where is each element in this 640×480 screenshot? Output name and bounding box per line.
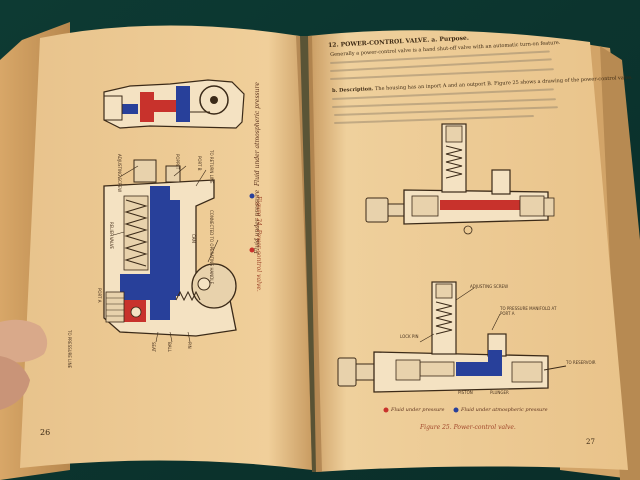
callout-port-b: PORT B <box>197 156 202 171</box>
left-legend-red-dot <box>249 247 255 253</box>
left-page-number: 26 <box>40 428 51 437</box>
left-large-diagram <box>103 159 237 343</box>
right-diagram-top <box>365 123 555 235</box>
callout-pressure-manifold: TO PRESSURE MANIFOLD AT PORT A <box>500 306 557 316</box>
right-legend-red-dot <box>383 407 389 413</box>
callout-ball: BALL <box>167 342 172 352</box>
callout-lock-pin: LOCK PIN <box>400 334 419 339</box>
callout-right-adjusting-screw: ADJUSTING SCREW <box>470 284 509 289</box>
right-legend-pressure: Fluid under pressure <box>391 407 445 413</box>
callout-operating-handle: CONNECTED TO OPERATING HANDLE <box>209 210 214 285</box>
book-gutter <box>296 36 322 472</box>
right-page-number: 27 <box>586 438 595 446</box>
callout-poppet: POPPET <box>175 154 180 170</box>
left-small-diagram <box>103 79 245 129</box>
callout-cam: CAM <box>191 234 196 243</box>
hand-thumb <box>0 319 48 364</box>
right-legend-atmospheric: Fluid under atmospheric pressure <box>461 407 548 413</box>
callout-piston: PISTON <box>458 390 473 395</box>
right-figure-caption: Figure 25. Power-control valve. <box>420 424 516 431</box>
left-legend-blue-dot <box>249 193 255 199</box>
callout-to-return-line: TO RETURN LINE <box>209 150 214 184</box>
right-diagram-bottom <box>337 281 567 393</box>
left-legend-pressure: Fluid under pressure <box>254 189 261 254</box>
right-legend-blue-dot <box>453 407 459 413</box>
callout-adjusting-screw: ADJUSTING SCREW <box>117 154 122 193</box>
callout-port-a: PORT A <box>97 288 102 303</box>
callout-relief-valve: RELIEF VALVE <box>109 222 114 250</box>
callout-plunger: PLUNGER <box>490 390 509 395</box>
callout-to-reservoir: TO RESERVOIR <box>566 360 596 365</box>
callout-to-pressure-line: TO PRESSURE LINE <box>67 330 72 369</box>
callout-seat: SEAT <box>151 342 156 352</box>
callout-pin: PIN <box>187 342 192 349</box>
left-legend-atmospheric: Fluid under atmospheric pressure <box>254 82 261 186</box>
